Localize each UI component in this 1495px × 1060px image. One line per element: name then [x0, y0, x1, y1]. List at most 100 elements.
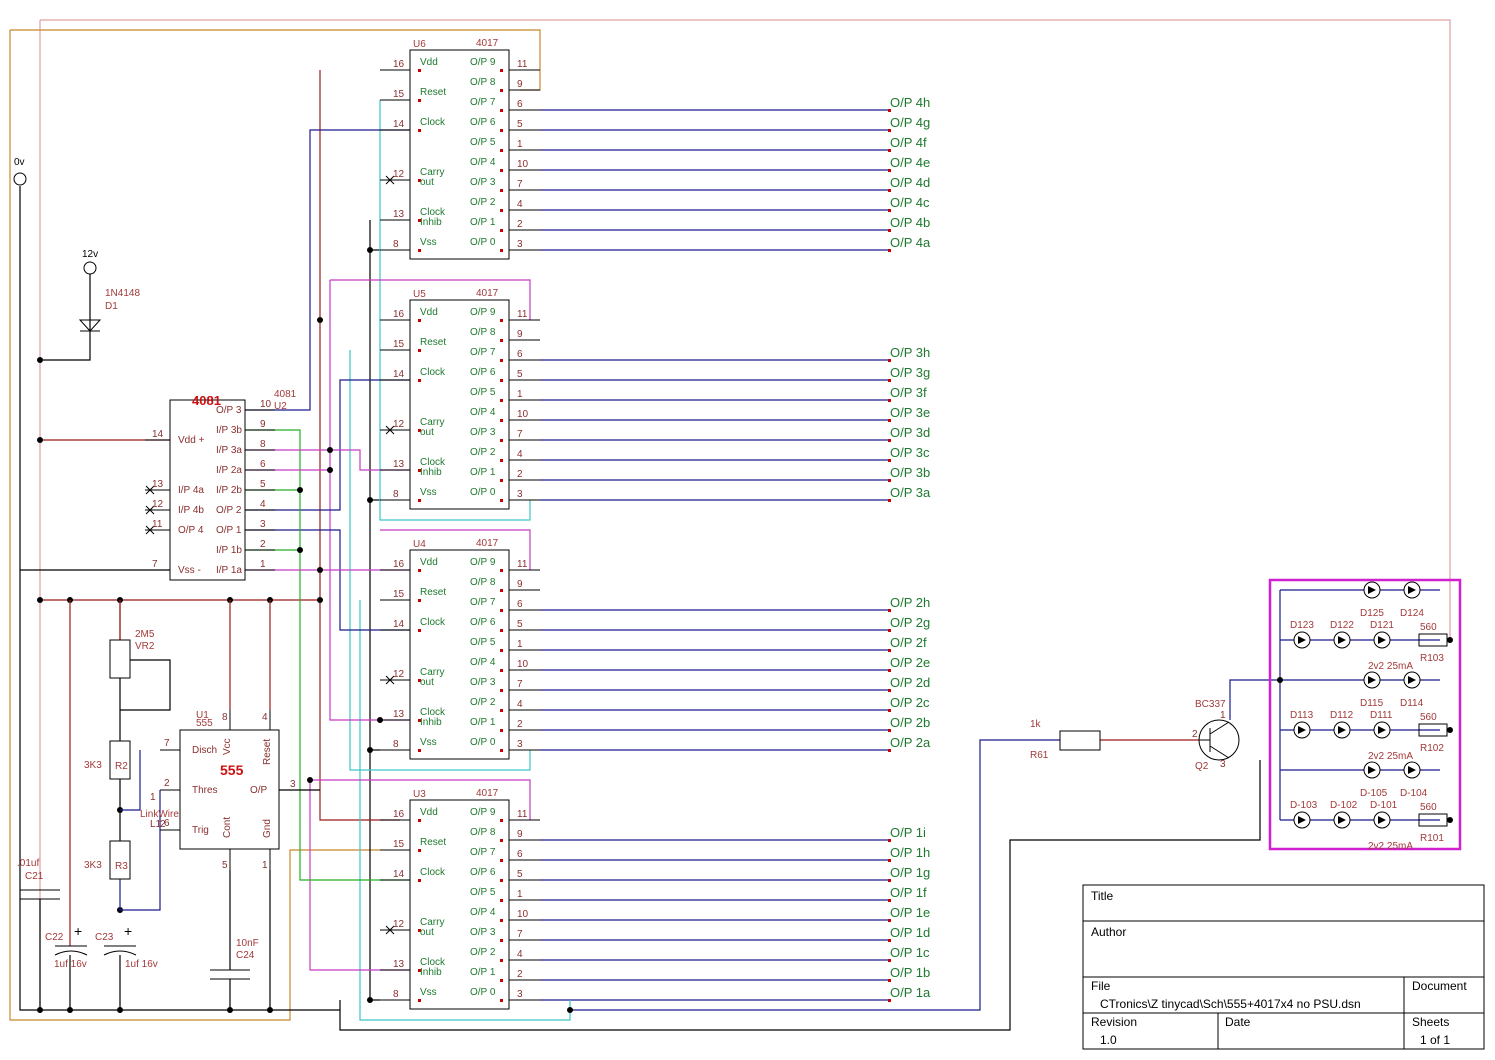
- led-icon: [1368, 676, 1376, 684]
- junction-dot: [327, 467, 333, 473]
- link-wire-label: LinkWire: [140, 809, 179, 820]
- pin-name: O/P 2: [470, 197, 496, 208]
- pin-name: Vdd: [420, 57, 438, 68]
- net-end: [888, 249, 891, 252]
- pin-dot: [500, 319, 503, 322]
- led-label: D124: [1400, 608, 1424, 619]
- net-end: [888, 149, 891, 152]
- pin-dot: [500, 729, 503, 732]
- resistor-icon: [1418, 723, 1448, 737]
- diode-lead: [40, 274, 91, 361]
- diode-d1: 1N4148 D1: [78, 288, 140, 332]
- trigger-net: [570, 739, 1060, 1011]
- counter-ref: U4: [413, 539, 426, 550]
- timer-title: 555: [220, 762, 244, 778]
- pin-number: 3: [260, 519, 266, 530]
- pin-number: 6: [517, 99, 523, 110]
- output-net-label: O/P 3h: [890, 345, 930, 360]
- led-label: D111: [1370, 710, 1393, 721]
- pin-number: 3: [517, 239, 523, 250]
- pin-number: 1: [262, 860, 268, 871]
- pin-name: Inhib: [420, 967, 442, 978]
- timer-body: [179, 729, 280, 850]
- pin-name: O/P: [250, 785, 268, 796]
- c24-value: 10nF: [236, 938, 259, 949]
- capacitor-c22: C22 1uf 16v +: [45, 923, 88, 970]
- output-net-label: O/P 2a: [890, 735, 931, 750]
- pin-dot: [500, 919, 503, 922]
- pin-number: 6: [517, 349, 523, 360]
- pin-number: 2: [517, 719, 523, 730]
- twelve-volt-terminal-icon: [83, 261, 97, 275]
- junction-dot: [297, 487, 303, 493]
- resistor-ref: R102: [1420, 743, 1444, 754]
- r2-ref: R2: [115, 761, 128, 772]
- pin-number: 14: [393, 119, 405, 130]
- pin-name: O/P 8: [470, 827, 496, 838]
- output-net-label: O/P 1b: [890, 965, 930, 980]
- pin-number: 9: [517, 329, 523, 340]
- pin-dot: [418, 969, 421, 972]
- pin-number: 1: [517, 639, 523, 650]
- resistor-icon: [109, 740, 131, 780]
- pin-name: O/P 3: [470, 427, 496, 438]
- pin-dot: [418, 499, 421, 502]
- link-ref-label: L1: [150, 819, 162, 830]
- pin-dot: [500, 459, 503, 462]
- led-label: D113: [1290, 710, 1314, 721]
- pin-dot: [500, 839, 503, 842]
- c22-ref: C22: [45, 932, 64, 943]
- pin-dot: [500, 419, 503, 422]
- clock-net: [245, 529, 410, 631]
- pin-number: 16: [393, 309, 405, 320]
- net-end: [888, 689, 891, 692]
- counter-body: [409, 49, 510, 260]
- pin-number: 4: [517, 199, 523, 210]
- junction-dot: [307, 777, 313, 783]
- pin-number: 4: [517, 949, 523, 960]
- pin-number: 8: [393, 489, 399, 500]
- net-end: [888, 919, 891, 922]
- net-end: [888, 939, 891, 942]
- carry-net: [380, 529, 531, 570]
- pin-number: 12: [393, 169, 405, 180]
- pin-number: 8: [222, 712, 228, 723]
- net-end: [888, 439, 891, 442]
- pin-name: O/P 6: [470, 367, 496, 378]
- pin-name: Inhib: [420, 717, 442, 728]
- pin-number: 2: [517, 969, 523, 980]
- q2-ref: Q2: [1195, 761, 1209, 772]
- counter-part: 4017: [476, 38, 499, 49]
- pin-number: 14: [393, 869, 405, 880]
- link-pin-label: 1: [150, 792, 156, 803]
- r2-value: 3K3: [84, 760, 102, 771]
- pin-name: Vcc: [222, 738, 233, 755]
- pin-number: 8: [393, 989, 399, 1000]
- pin-number: 5: [222, 860, 228, 871]
- junction-dot: [37, 437, 43, 443]
- pin-dot: [500, 999, 503, 1002]
- pin-name: I/P 2a: [216, 465, 242, 476]
- pin-number: 9: [260, 419, 266, 430]
- pin-number: 12: [152, 499, 164, 510]
- pin-dot: [418, 99, 421, 102]
- pin-number: 4: [517, 699, 523, 710]
- pin-name: O/P 3: [470, 927, 496, 938]
- timer-555-u1: 555 U1 555: [179, 710, 280, 850]
- reset-net: [379, 100, 531, 521]
- output-net-label: O/P 1f: [890, 885, 927, 900]
- net-end: [888, 839, 891, 842]
- file-value: CTronics\Z tinycad\Sch\555+4017x4 no PSU…: [1100, 997, 1361, 1011]
- pin-dot: [418, 999, 421, 1002]
- pin-dot: [500, 439, 503, 442]
- pin-name: O/P 3: [216, 405, 242, 416]
- plus-icon: +: [74, 923, 82, 939]
- led-note: 2v2 25mA: [1368, 661, 1413, 672]
- timer-ref: U1: [196, 710, 209, 721]
- pin-dot: [418, 249, 421, 252]
- pin-name: O/P 9: [470, 807, 496, 818]
- output-net-label: O/P 3g: [890, 365, 930, 380]
